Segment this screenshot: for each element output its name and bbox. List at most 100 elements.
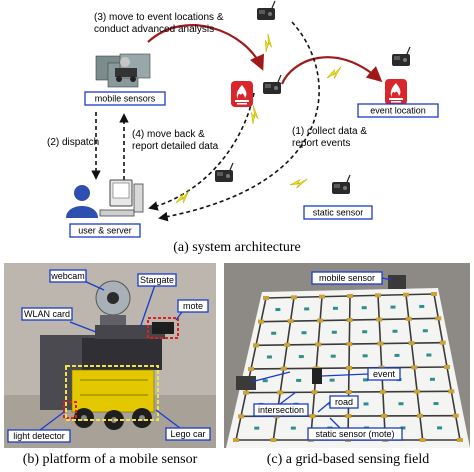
static-sensor-marker bbox=[437, 426, 443, 430]
static-sensor-marker bbox=[329, 378, 335, 382]
wireless-lightning-icon bbox=[325, 66, 344, 81]
intersection-marker bbox=[284, 342, 291, 347]
intersection-marker bbox=[435, 316, 442, 321]
wlan-card-label: WLAN card bbox=[24, 309, 70, 319]
system-architecture-panel: mobile sensors event location static sen… bbox=[47, 0, 439, 255]
lego-car-highlight-box bbox=[65, 365, 159, 421]
static-sensor-marker bbox=[332, 306, 338, 310]
mote-icon bbox=[256, 0, 276, 21]
static-sensor-marker bbox=[301, 331, 307, 335]
caption-b: (b) platform of a mobile sensor bbox=[23, 452, 198, 467]
intersection-marker bbox=[309, 414, 316, 419]
lego-car-label: Lego car bbox=[170, 429, 205, 439]
mobile-sensor-label: mobile sensor bbox=[319, 273, 375, 283]
mobile-sensors-photo bbox=[95, 53, 151, 88]
static-sensor-marker bbox=[271, 331, 277, 335]
caption-a: (a) system architecture bbox=[173, 240, 301, 255]
mote-highlight-box bbox=[147, 317, 179, 339]
intersection-marker bbox=[346, 318, 353, 322]
intersection-marker bbox=[448, 389, 455, 394]
red-arrow-to-event bbox=[280, 56, 383, 85]
intersection-marker bbox=[346, 366, 352, 370]
webcam-label-box bbox=[49, 269, 87, 283]
fire-event-icon bbox=[385, 79, 407, 105]
step1-text-line1: (1) collect data & bbox=[292, 126, 367, 137]
stargate-label: Stargate bbox=[140, 275, 174, 285]
intersection-label: intersection bbox=[258, 405, 304, 415]
static-sensor-marker bbox=[290, 426, 296, 430]
static-sensor-label: static sensor bbox=[313, 208, 364, 218]
lego-car-label-box bbox=[165, 427, 211, 441]
road-label: road bbox=[335, 397, 353, 407]
light-detector-highlight-box bbox=[63, 401, 77, 419]
intersection-marker bbox=[411, 365, 418, 370]
intersection-marker bbox=[419, 438, 426, 442]
static-sensor-marker bbox=[394, 353, 400, 357]
stargate-label-box bbox=[137, 273, 177, 287]
user-server-icon bbox=[66, 179, 144, 218]
intersection-marker bbox=[444, 365, 450, 369]
wireless-lightning-icon bbox=[258, 33, 278, 54]
intersection-marker bbox=[403, 292, 409, 297]
static-sensor-marker bbox=[392, 329, 398, 333]
event-location-label: event location bbox=[370, 106, 426, 116]
intersection-marker bbox=[457, 438, 463, 442]
dispatch-to-event-arrow bbox=[147, 24, 264, 71]
mote-label-box bbox=[177, 299, 209, 313]
light-detector-label: light detector bbox=[13, 431, 65, 441]
static-sensor-marker bbox=[304, 307, 310, 311]
static-sensor-marker bbox=[266, 355, 272, 359]
intersection-marker bbox=[431, 292, 437, 296]
intersection-marker bbox=[280, 366, 287, 371]
intersection-marker bbox=[408, 341, 415, 346]
step1-text-line2: report events bbox=[292, 138, 350, 149]
intersection-marker bbox=[248, 367, 254, 371]
static-sensor-marker bbox=[296, 378, 302, 382]
static-sensor-marker bbox=[390, 305, 396, 309]
mobile-sensor-platform-panel: webcam Stargate mote WLAN card light det… bbox=[4, 263, 216, 467]
intersection-marker bbox=[258, 319, 264, 324]
intersection-marker bbox=[270, 438, 277, 442]
static-sensor-mote-label: static sensor (mote) bbox=[315, 429, 394, 439]
intersection-marker bbox=[439, 340, 446, 345]
static-sensor-marker bbox=[361, 306, 367, 310]
step3-text-line2: conduct advanced analysis bbox=[94, 24, 214, 35]
intersection-marker bbox=[287, 319, 294, 324]
intersection-marker bbox=[452, 413, 459, 418]
fire-event-icon bbox=[231, 81, 253, 107]
mote-label: mote bbox=[183, 301, 203, 311]
intersection-marker bbox=[376, 317, 383, 322]
caption-c: (c) a grid-based sensing field bbox=[267, 452, 430, 467]
intersection-marker bbox=[243, 390, 249, 395]
intersection-marker bbox=[315, 342, 322, 347]
mote-icon bbox=[331, 174, 351, 195]
static-sensor-marker bbox=[330, 354, 336, 358]
intersection-marker bbox=[345, 414, 352, 418]
intersection-marker bbox=[345, 390, 352, 394]
user-server-label-box bbox=[69, 223, 141, 238]
mobile-sensors-label: mobile sensors bbox=[95, 94, 156, 104]
static-sensor-marker bbox=[363, 402, 369, 406]
wlan-card-label-box bbox=[21, 307, 73, 321]
static-sensor-marker bbox=[363, 378, 369, 382]
mobile-sensors-label-box bbox=[84, 91, 166, 106]
static-sensor-marker bbox=[254, 426, 260, 430]
intersection-marker bbox=[347, 294, 353, 298]
intersection-marker bbox=[317, 318, 324, 323]
intersection-marker bbox=[277, 390, 284, 395]
static-sensor-marker bbox=[275, 308, 281, 312]
intersection-marker bbox=[416, 413, 423, 418]
static-sensor-marker bbox=[331, 330, 337, 334]
static-sensor-label-box bbox=[303, 205, 373, 220]
intersection-marker bbox=[319, 294, 325, 299]
intersection-marker bbox=[377, 341, 384, 346]
static-sensor-marker bbox=[262, 379, 268, 383]
step2-text: (2) dispatch bbox=[47, 137, 99, 148]
intersection-marker bbox=[375, 293, 381, 298]
intersection-marker bbox=[233, 438, 239, 442]
mote-icon bbox=[214, 162, 234, 183]
step3-text-line1: (3) move to event locations & bbox=[94, 12, 224, 23]
intersection-marker bbox=[238, 414, 244, 419]
intersection-marker bbox=[346, 342, 353, 346]
event-label: event bbox=[373, 369, 396, 379]
